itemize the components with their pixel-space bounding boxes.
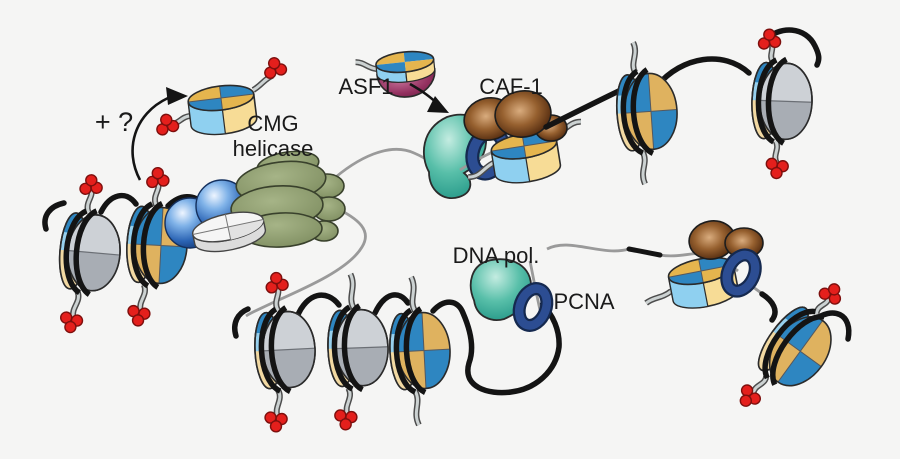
label-cmg: CMG — [247, 111, 298, 136]
pcna-ring-bottom-right — [720, 248, 762, 298]
label-dna-pol: DNA pol. — [453, 243, 540, 268]
label-pcna: PCNA — [553, 289, 614, 314]
nucleosome-daughter-top-2 — [747, 28, 814, 180]
label-asf1: ASF1 — [338, 74, 393, 99]
caf1-complex-top — [463, 90, 568, 142]
template-strand-to-bottom-fork — [245, 204, 367, 318]
nucleosome-daughter-bottom-3 — [384, 275, 454, 427]
nucleosome-new-bottom-fork — [644, 252, 742, 314]
asf1-to-caf1-arrow — [409, 82, 449, 113]
label-plus-question: + ? — [95, 107, 133, 137]
pcna-ring-bottom — [512, 282, 554, 332]
arrowhead — [427, 96, 449, 113]
daughter-dna-bottom — [232, 292, 562, 396]
parental-histone-white-disc — [191, 211, 267, 253]
daughter-dna-top — [543, 27, 822, 130]
arrowhead — [166, 87, 188, 105]
nucleosome-daughter-bottom-2 — [323, 272, 390, 431]
nucleosome-parental-2 — [121, 166, 191, 328]
nucleosome-evicted — [154, 55, 289, 139]
nucleosome-parental-1 — [51, 173, 127, 335]
nucleosome-daughter-top-1 — [610, 41, 682, 186]
caf1-complex-bottom — [688, 220, 764, 260]
nucleosome-daughter-bottom-1 — [249, 271, 319, 434]
label-caf1: CAF-1 — [479, 74, 543, 99]
okazaki-segment — [626, 246, 663, 258]
eviction-arrow — [131, 87, 188, 181]
label-helicase: helicase — [233, 136, 314, 161]
nucleosome-daughter-bottom-right — [733, 278, 866, 413]
